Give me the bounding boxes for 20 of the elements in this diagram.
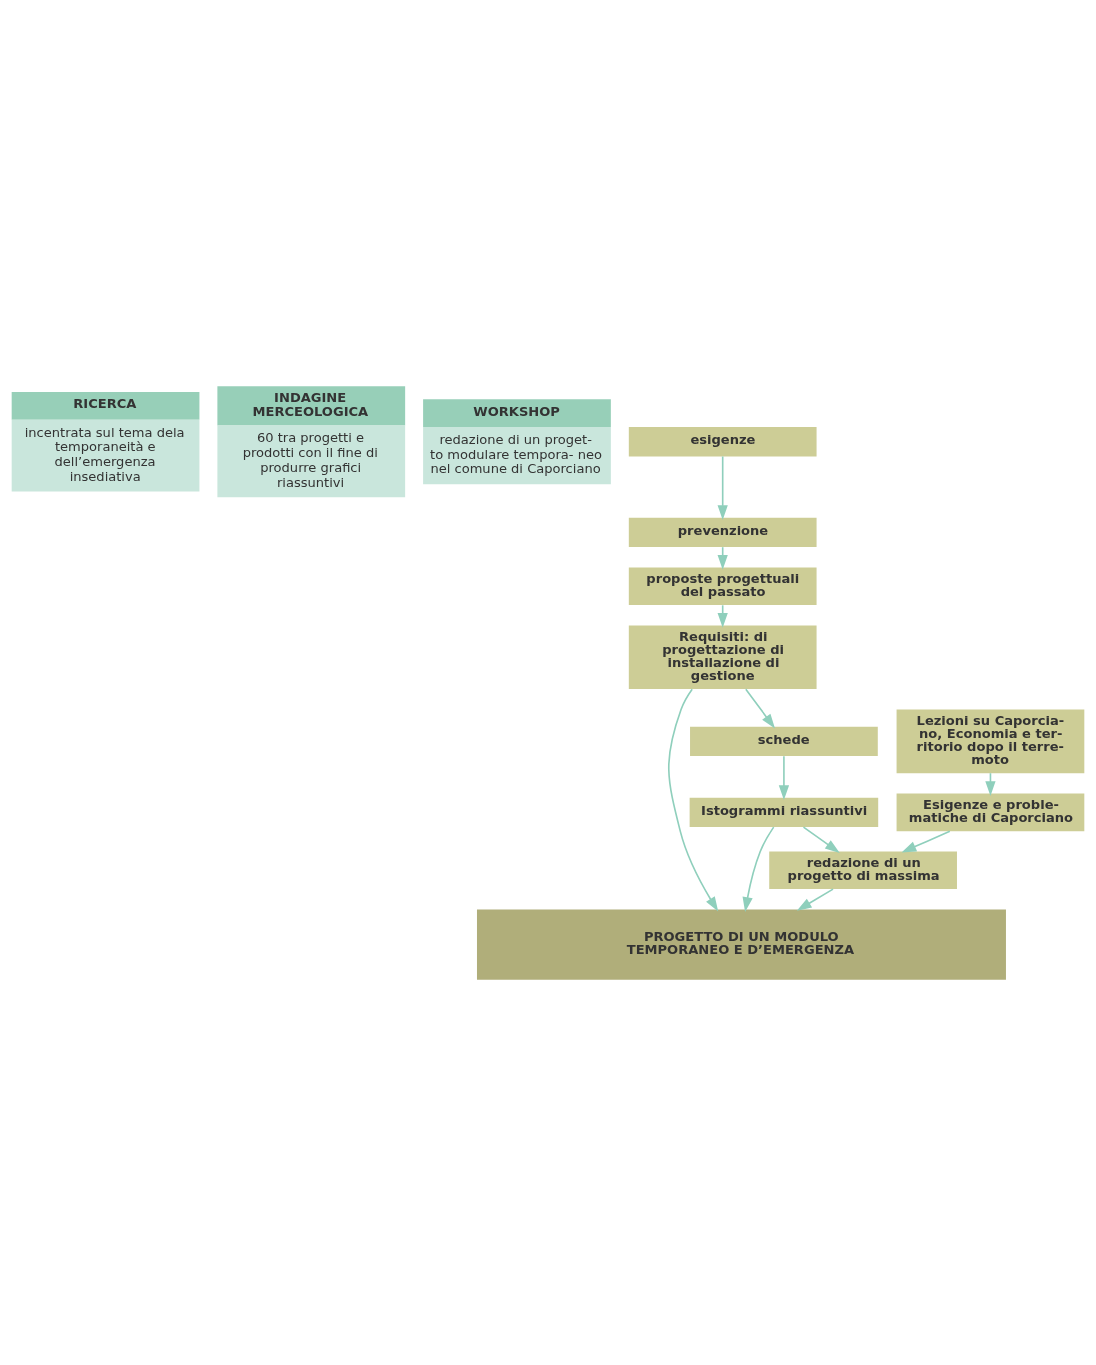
node-box: Requisiti: di progettazione di installazione di gestione xyxy=(628,624,817,689)
arrow xyxy=(802,825,840,853)
arrow xyxy=(668,687,719,912)
arrow xyxy=(778,754,790,800)
arrow xyxy=(717,455,728,520)
arrow xyxy=(717,604,728,628)
arrow xyxy=(796,887,834,911)
arrow xyxy=(717,545,728,570)
node-box: Esigenze e proble- matiche di Caporciano xyxy=(896,793,1085,831)
node-box: Istogrammi riassuntivi xyxy=(689,797,879,827)
node-box: PROGETTO DI UN MODULO TEMPORANEO E D’EMERGENZA xyxy=(477,909,1006,980)
node-box: Lezioni su Caporcia- no, Economia e ter- ritorio dopo il terre- moto xyxy=(896,709,1085,773)
arrow xyxy=(742,825,775,912)
node-box: schede xyxy=(690,726,878,756)
node-box: redazione di un progetto di massima xyxy=(769,851,957,889)
node-box: prevenzione xyxy=(628,517,817,547)
arrow xyxy=(901,829,951,853)
node-box: proposte progettuali del passato xyxy=(628,567,817,605)
node-box: esigenze xyxy=(628,426,817,456)
arrow xyxy=(745,687,776,729)
